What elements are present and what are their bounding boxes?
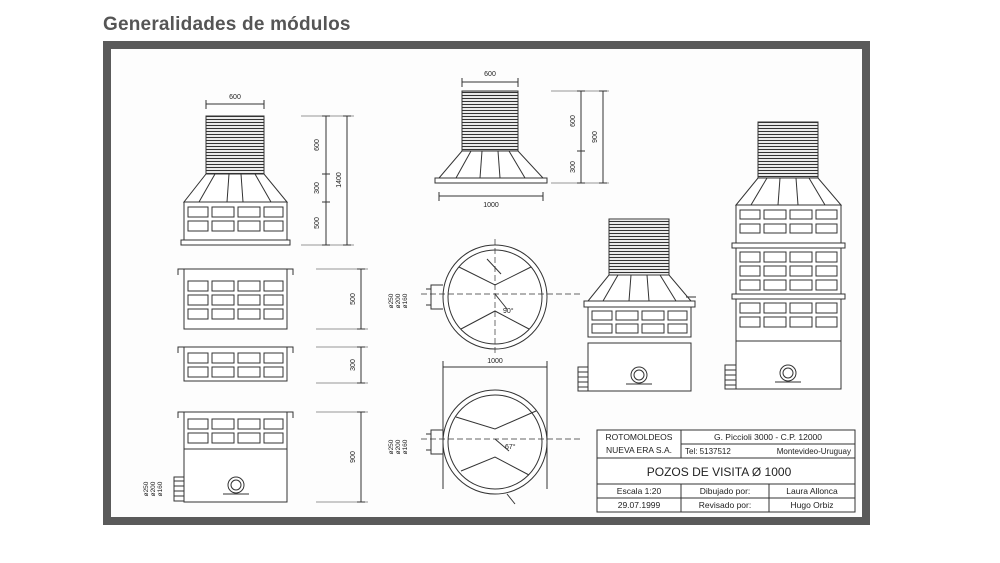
dim-cone-neck-height: 600 xyxy=(570,115,577,127)
dim-pipe-200-plan1: ø200 xyxy=(395,293,402,308)
dim-cone-top-width: 600 xyxy=(484,71,496,78)
tb-revised-by: Hugo Orbiz xyxy=(791,500,834,510)
assembly-elevation-left xyxy=(180,100,354,246)
dim-pipe-250-left: ø250 xyxy=(143,481,150,496)
dim-cone-total: 900 xyxy=(592,131,599,143)
technical-drawing: 600 600 300 500 1400 5 xyxy=(143,71,856,513)
dim-neck-height-left: 600 xyxy=(314,139,321,151)
title-block xyxy=(596,429,856,513)
dim-top-width-left: 600 xyxy=(229,94,241,101)
base-module-900 xyxy=(173,411,368,503)
plan-view-67 xyxy=(421,389,581,505)
dim-cone-height-left: 300 xyxy=(314,182,321,194)
dim-pipe-160-plan1: ø160 xyxy=(402,293,409,308)
tb-address: G. Piccioli 3000 - C.P. 12000 xyxy=(714,432,822,442)
tb-company-line2: NUEVA ERA S.A. xyxy=(606,445,672,455)
tb-drawn-label: Dibujado por: xyxy=(700,486,751,496)
assembly-elevation-small xyxy=(577,218,696,392)
ring-module-500 xyxy=(177,268,368,330)
dim-pipe-200-left: ø200 xyxy=(150,481,157,496)
dim-pipe-250-plan1: ø250 xyxy=(388,293,395,308)
dim-ring-500: 500 xyxy=(350,293,357,305)
page-title: Generalidades de módulos xyxy=(103,14,351,35)
tb-revised-label: Revisado por: xyxy=(699,500,751,510)
cone-module-elevation xyxy=(434,78,609,201)
dim-cone-height: 300 xyxy=(570,161,577,173)
tb-date: 29.07.1999 xyxy=(618,500,661,510)
dim-pipe-160-left: ø160 xyxy=(157,481,164,496)
dim-pipe-250-plan2: ø250 xyxy=(388,439,395,454)
tb-company-line1: ROTOMOLDEOS xyxy=(606,432,673,442)
ring-module-300 xyxy=(177,346,368,384)
dim-pipe-160-plan2: ø160 xyxy=(402,439,409,454)
dim-plan-diameter: 1000 xyxy=(487,358,503,365)
drawing-frame: 600 600 300 500 1400 5 xyxy=(103,41,870,525)
drawing-sheet: 600 600 300 500 1400 5 xyxy=(111,49,862,517)
assembly-elevation-tall xyxy=(724,121,846,390)
angle-67: 67° xyxy=(505,443,516,451)
dim-pipe-200-plan2: ø200 xyxy=(395,439,402,454)
angle-90: 90° xyxy=(503,307,514,315)
tb-drawn-by: Laura Allonca xyxy=(786,486,838,496)
dim-ring-300: 300 xyxy=(350,359,357,371)
tb-city: Montevideo-Uruguay xyxy=(777,447,851,456)
dim-ring-height-left: 500 xyxy=(314,217,321,229)
tb-phone: Tel: 5137512 xyxy=(685,447,731,456)
dim-total-height-left: 1400 xyxy=(336,172,343,188)
tb-scale: Escala 1:20 xyxy=(617,486,662,496)
dim-cone-base-width: 1000 xyxy=(483,202,499,209)
plan-view-90 xyxy=(421,239,581,354)
dim-base-900: 900 xyxy=(350,451,357,463)
plan-diameter-dim xyxy=(442,361,548,489)
tb-drawing-title: POZOS DE VISITA Ø 1000 xyxy=(647,465,792,479)
